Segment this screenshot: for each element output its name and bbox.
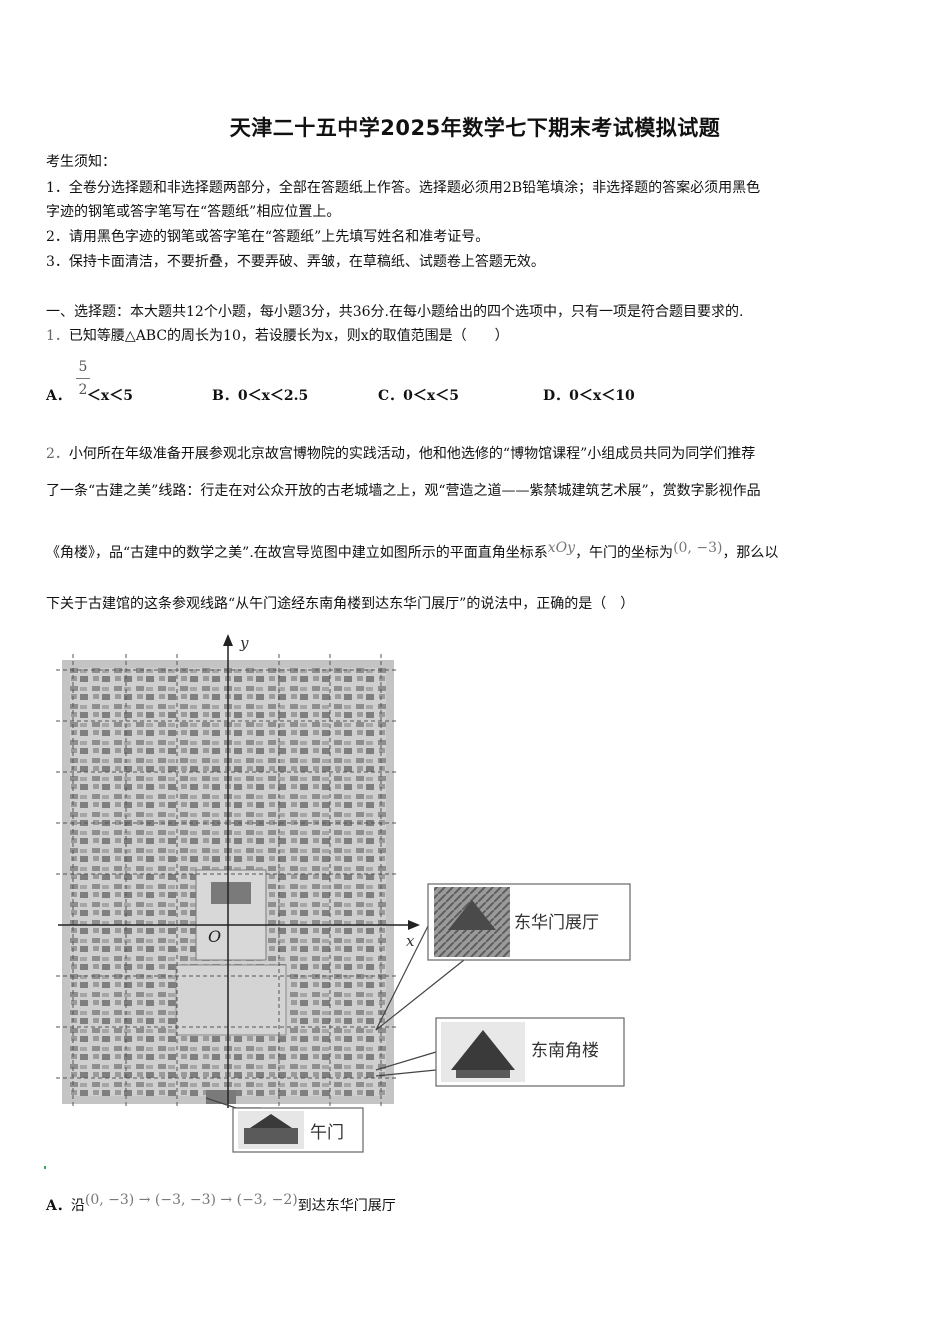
question-2-line: 下关于古建馆的这条参观线路“从午门途经东南角楼到达东华门展厅”的说法中，正确的是…	[46, 596, 635, 612]
wumen-coordinate: (0, −3)	[673, 540, 723, 556]
option-text: 0＜x＜10	[569, 388, 635, 404]
callout-label: 午门	[310, 1123, 344, 1143]
question-text: 小何所在年级准备开展参观北京故宫博物院的实践活动，他和他选修的“博物馆课程”小组…	[68, 446, 756, 462]
option-a[interactable]: A． ＜x＜5	[46, 385, 133, 405]
option-text: 0＜x＜5	[403, 388, 459, 404]
callout-southeast-corner-tower: 东南角楼	[435, 1017, 625, 1087]
origin-label: O	[208, 927, 221, 946]
question-2-line: 了一条“古建之美”线路：行走在对公众开放的古老城墙之上，观“营造之道——紫禁城建…	[46, 483, 761, 499]
y-axis-arrow-icon	[223, 634, 233, 646]
exam-title: 天津二十五中学2025年数学七下期末考试模拟试题	[229, 116, 721, 140]
fraction-denominator: 2	[78, 382, 88, 398]
forbidden-city-map-figure: y x O 东华门展厅	[46, 630, 646, 1164]
option-b[interactable]: B．0＜x＜2.5	[212, 385, 308, 405]
grid-lines	[56, 654, 398, 1108]
section-heading: 一、选择题：本大题共12个小题，每小题3分，共36分.在每小题给出的四个选项中，…	[46, 304, 744, 320]
stray-mark	[44, 1166, 46, 1169]
option-d[interactable]: D．0＜x＜10	[543, 385, 635, 405]
question-number: 2．	[46, 446, 69, 462]
question-number: 1．	[46, 328, 69, 344]
question-2-option-a[interactable]: A．沿(0, −3) → (−3, −3) → (−3, −2)到达东华门展厅	[46, 1192, 396, 1216]
option-label: A．	[46, 388, 71, 404]
option-label: B．	[212, 388, 238, 404]
meridian-gate-block	[206, 1090, 236, 1104]
notice-heading: 考生须知：	[46, 154, 116, 170]
question-text: 《角楼》，品“古建中的数学之美”.在故宫导览图中建立如图所示的平面直角坐标系	[46, 545, 548, 561]
fraction-five-halves: 5 2	[76, 358, 90, 399]
question-text: ，那么以	[722, 545, 779, 561]
coordinate-system-label: xOy	[547, 540, 576, 556]
callout-label: 东华门展厅	[514, 913, 599, 933]
option-text: 沿	[70, 1198, 85, 1214]
option-text: 0＜x＜2.5	[237, 388, 309, 404]
callout-connectors	[205, 919, 465, 1109]
callout-donghuamen-hall: 东华门展厅	[427, 883, 631, 961]
option-label: D．	[543, 388, 570, 404]
coordinate-axes	[58, 642, 414, 1108]
option-text: 到达东华门展厅	[297, 1198, 396, 1214]
option-text: ＜x＜5	[86, 388, 133, 404]
question-2-line: 《角楼》，品“古建中的数学之美”.在故宫导览图中建立如图所示的平面直角坐标系xO…	[46, 540, 779, 563]
option-c[interactable]: C．0＜x＜5	[378, 385, 459, 405]
question-2-line: 2．小何所在年级准备开展参观北京故宫博物院的实践活动，他和他选修的“博物馆课程”…	[46, 444, 755, 464]
x-axis-label: x	[406, 932, 415, 950]
fraction-bar	[76, 378, 90, 379]
question-text: 已知等腰△ABC的周长为10，若设腰长为x，则x的取值范围是（ ）	[68, 328, 509, 344]
x-axis-arrow-icon	[408, 920, 420, 930]
callout-label: 东南角楼	[531, 1041, 599, 1061]
callout-meridian-gate: 午门	[232, 1107, 364, 1153]
y-axis-label: y	[239, 634, 249, 652]
map-svg: y x O 东华门展厅	[56, 634, 631, 1153]
notice-item: 2．请用黑色字迹的钢笔或答字笔在“答题纸”上先填写姓名和准考证号。	[46, 229, 490, 245]
notice-item: 1．全卷分选择题和非选择题两部分，全部在答题纸上作答。选择题必须用2B铅笔填涂；…	[46, 180, 761, 196]
palace-hall	[211, 882, 251, 904]
question-text: ，午门的坐标为	[575, 545, 674, 561]
option-label: A．	[46, 1198, 71, 1214]
notice-item: 字迹的钢笔或答字笔写在“答题纸”相应位置上。	[46, 204, 341, 220]
option-label: C．	[378, 388, 404, 404]
central-courtyard	[175, 964, 287, 1036]
question-1: 1．已知等腰△ABC的周长为10，若设腰长为x，则x的取值范围是（ ）	[46, 326, 509, 346]
option-path: (0, −3) → (−3, −3) → (−3, −2)	[84, 1192, 298, 1208]
fraction-numerator: 5	[78, 359, 88, 375]
notice-item: 3．保持卡面清洁，不要折叠，不要弄破、弄皱，在草稿纸、试题卷上答题无效。	[46, 254, 545, 270]
